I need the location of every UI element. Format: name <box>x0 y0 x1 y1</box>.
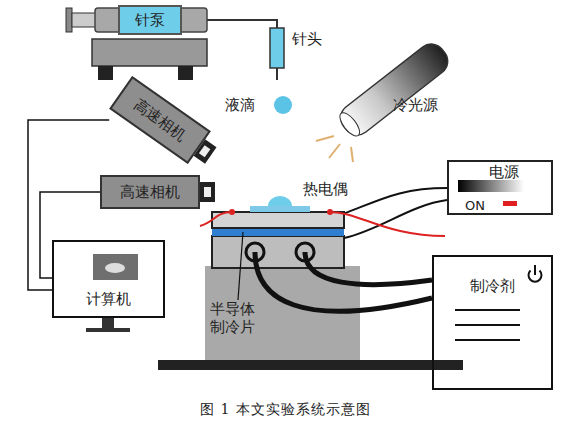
thermocouple-label: 热电偶 <box>303 180 348 198</box>
pump-base <box>92 39 207 66</box>
syringe-frame <box>95 8 207 32</box>
monitor-base <box>86 328 130 332</box>
power-indicator <box>503 201 517 206</box>
vent-line <box>455 309 520 311</box>
needle-tip <box>276 68 278 80</box>
coolant-hose <box>305 252 432 285</box>
high-speed-camera: 高速相机 <box>100 175 200 209</box>
lens-glass <box>204 187 211 197</box>
node-text: ON <box>465 197 485 215</box>
sessile-droplet <box>268 196 292 206</box>
screen-droplet <box>105 263 125 273</box>
screen-image <box>93 254 138 280</box>
computer-monitor: 计算机 <box>52 240 165 318</box>
node-title: 针泵 <box>135 11 165 29</box>
node-title: 计算机 <box>54 290 163 308</box>
peltier-layer <box>212 228 344 236</box>
peltier-label: 半导体 制冷片 <box>206 300 258 336</box>
light-lens <box>336 110 363 139</box>
thermocouple-wire <box>200 212 232 226</box>
high-speed-camera: 高速相机 <box>109 76 211 164</box>
node-title: 电源 <box>489 163 519 181</box>
substrate <box>250 206 310 212</box>
feed-tube <box>207 20 277 28</box>
power-wire <box>343 188 447 214</box>
needle-label: 针头 <box>292 30 322 48</box>
needle-body <box>270 28 284 68</box>
thermocouple-tip <box>327 209 333 215</box>
light-ray <box>316 136 334 141</box>
lens-glass <box>199 145 210 157</box>
thermocouple-wire <box>330 212 445 236</box>
monitor-stand <box>102 318 114 328</box>
refrigerant-unit: 制冷剂 <box>432 255 553 390</box>
leader-line <box>238 232 243 300</box>
cold-light-source <box>335 38 453 140</box>
cooling-block <box>212 236 344 268</box>
figure-caption: 图 1 本文实验系统示意图 <box>0 401 571 419</box>
signal-cable <box>40 192 100 278</box>
pump-foot <box>98 66 113 80</box>
vent-line <box>455 339 520 341</box>
power-supply: 电源ON <box>447 160 553 215</box>
syringe-pump: 针泵 <box>118 5 182 35</box>
light-label: 冷光源 <box>393 96 438 114</box>
node-title: 高速相机 <box>130 95 189 144</box>
node-title: 高速相机 <box>120 183 180 201</box>
pump-foot <box>178 66 193 80</box>
signal-cable <box>28 120 109 290</box>
plunger-rod <box>72 13 96 27</box>
light-body <box>335 38 453 140</box>
power-icon <box>534 265 536 275</box>
droplet <box>274 96 292 114</box>
power-gradient-bar <box>458 180 524 192</box>
light-ray <box>351 147 353 162</box>
ground-plate <box>158 360 463 370</box>
vent-line <box>455 324 520 326</box>
thermocouple-tip <box>229 209 235 215</box>
lens-body <box>200 182 215 202</box>
coolant-hose <box>255 252 432 311</box>
droplet-label: 液滴 <box>225 96 255 114</box>
node-title: 制冷剂 <box>470 277 515 295</box>
light-ray <box>329 144 340 158</box>
plunger-head <box>66 8 72 32</box>
